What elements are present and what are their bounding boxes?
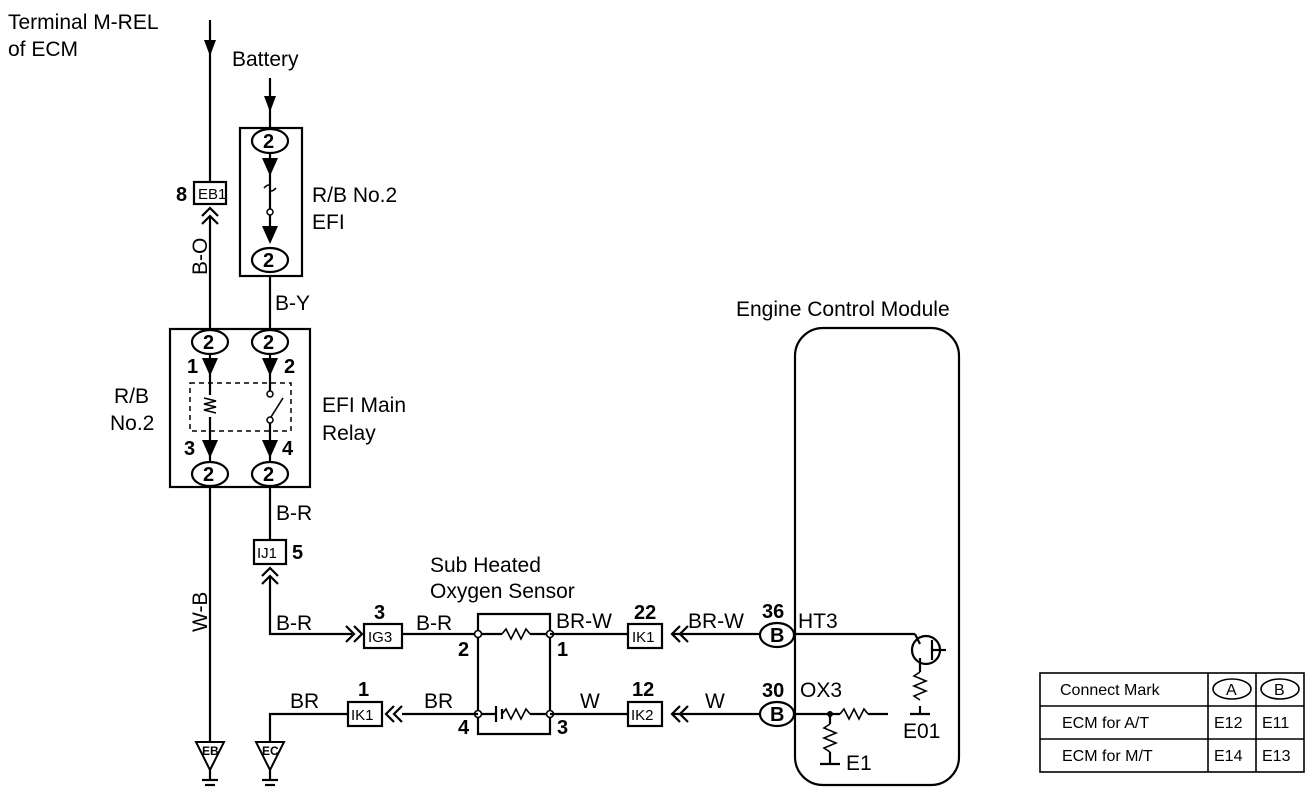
connector-ik1-bottom: IK1 1 (346, 679, 384, 728)
efi-main-relay-label-line2: Relay (322, 422, 376, 445)
relay-pin-3: 3 (184, 438, 195, 460)
connector-ij1-pin: 5 (292, 542, 303, 564)
relay-box (168, 327, 312, 489)
rb2-relay-label-line2: No.2 (110, 412, 154, 435)
fuse-top-terminal: 2 (250, 127, 290, 155)
table-header-connect-mark: Connect Mark (1060, 682, 1161, 699)
relay-internals (189, 354, 292, 462)
rb2-efi-label-line2: EFI (312, 211, 345, 234)
table-row-mt-b: E13 (1262, 748, 1291, 765)
ecm-pin-30: 30 (762, 680, 784, 702)
fuse-bottom-terminal: 2 (250, 246, 290, 274)
ecm-connector-36: B 36 (758, 601, 796, 649)
efi-main-relay-label-line1: EFI Main (322, 394, 406, 417)
sensor-label-line1: Sub Heated (430, 554, 541, 577)
rb2-efi-label-line1: R/B No.2 (312, 184, 397, 207)
table-row-at-a: E12 (1214, 715, 1243, 732)
relay-pin-4: 4 (282, 438, 294, 460)
connector-ik2-pin: 12 (632, 679, 654, 701)
ecm-transistor (910, 633, 946, 716)
fuse-element (262, 153, 278, 244)
wire-label-b-r-left: B-R (276, 612, 312, 635)
fuse-top-pin: 2 (263, 131, 274, 153)
wire-label-br-2: BR (290, 690, 319, 713)
table-row-at-label: ECM for A/T (1062, 715, 1149, 732)
connector-ij1-label: IJ1 (257, 545, 277, 562)
table-row-at-b: E11 (1262, 715, 1289, 732)
ecm-connector-30: B 30 (758, 680, 796, 728)
sensor-label-line2: Oxygen Sensor (430, 580, 575, 603)
relay-pin-1: 1 (187, 356, 198, 378)
terminal-label-line2: of ECM (8, 38, 78, 61)
connector-ik1-bottom-pin: 1 (358, 679, 369, 701)
ecm-box (793, 326, 961, 787)
relay-top-right-terminal: 2 (250, 328, 290, 356)
relay-bottom-right-terminal: 2 (250, 460, 290, 488)
wire-label-b-o: B-O (189, 238, 212, 275)
wire-label-b-y: B-Y (275, 292, 310, 315)
relay-top-right-pin: 2 (263, 332, 274, 354)
ecm-ox3-circuit (794, 707, 888, 766)
ecm-terminal-e1: E1 (846, 752, 872, 775)
relay-pin-2: 2 (284, 356, 295, 378)
wire-label-w-1: W (580, 690, 600, 713)
table-row-mt-a: E14 (1214, 748, 1243, 765)
connector-ig3-pin: 3 (374, 602, 385, 624)
ecm-terminal-e01: E01 (903, 720, 940, 743)
connector-ik1-top-label: IK1 (632, 629, 655, 646)
relay-bottom-left-pin: 2 (203, 464, 214, 486)
wire-label-w-2: W (705, 690, 725, 713)
ground-ec-label: EC (262, 744, 279, 758)
connector-ik1-top-pin: 22 (634, 602, 656, 624)
wire-label-br-w-2: BR-W (688, 610, 744, 633)
relay-bottom-left-terminal: 2 (190, 460, 230, 488)
ecm-connector-30-label: B (770, 704, 784, 726)
sensor-body (473, 612, 555, 736)
connector-ig3: IG3 3 (362, 602, 404, 650)
table-header-a: A (1226, 682, 1237, 699)
connector-ij1: IJ1 5 (252, 538, 303, 585)
relay-top-left-terminal: 2 (190, 328, 230, 356)
wire-label-br-1: BR (424, 690, 453, 713)
relay-bottom-right-pin: 2 (263, 464, 274, 486)
rb2-relay-label-line1: R/B (114, 385, 149, 408)
ecm-connector-36-label: B (770, 625, 784, 647)
ground-eb-label: EB (202, 744, 219, 758)
terminal-label-line1: Terminal M-REL (8, 11, 159, 34)
br-wire-2 (268, 712, 348, 742)
wire-label-w-b: W-B (189, 592, 212, 632)
ecm-pin-36: 36 (762, 601, 784, 623)
sensor-pin-2: 2 (458, 639, 469, 661)
wire-label-b-r-top: B-R (276, 502, 312, 525)
connector-ik1-top: IK1 22 (626, 602, 664, 650)
wire-label-b-r-mid: B-R (416, 612, 452, 635)
wire-label-br-w-1: BR-W (556, 610, 612, 633)
connector-ik1-bottom-label: IK1 (351, 707, 374, 724)
fuse-bottom-pin: 2 (263, 250, 274, 272)
connector-eb1: EB1 8 (176, 180, 228, 225)
ground-ec: EC (254, 741, 286, 787)
battery-arrow (264, 78, 276, 128)
connector-ik2: IK2 12 (626, 679, 664, 728)
connect-mark-table: Connect Mark A B ECM for A/T E12 E11 ECM… (1039, 672, 1305, 773)
connector-ig3-label: IG3 (368, 629, 392, 646)
ground-eb: EB (194, 741, 226, 787)
connector-eb1-pin: 8 (176, 184, 187, 206)
table-header-b: B (1274, 682, 1285, 699)
sensor-pin-4: 4 (458, 717, 470, 739)
b-r-wire-left (268, 576, 352, 636)
ecm-title: Engine Control Module (736, 298, 950, 321)
ecm-terminal-ht3: HT3 (798, 610, 838, 633)
terminal-arrow (204, 20, 216, 58)
connector-eb1-label: EB1 (198, 186, 226, 203)
sensor-pin-3: 3 (557, 717, 568, 739)
connector-ik2-label: IK2 (631, 707, 654, 724)
battery-label: Battery (232, 48, 299, 71)
ecm-terminal-ox3: OX3 (800, 679, 842, 702)
table-row-mt-label: ECM for M/T (1062, 748, 1153, 765)
relay-top-left-pin: 2 (203, 332, 214, 354)
sensor-pin-1: 1 (557, 639, 568, 661)
